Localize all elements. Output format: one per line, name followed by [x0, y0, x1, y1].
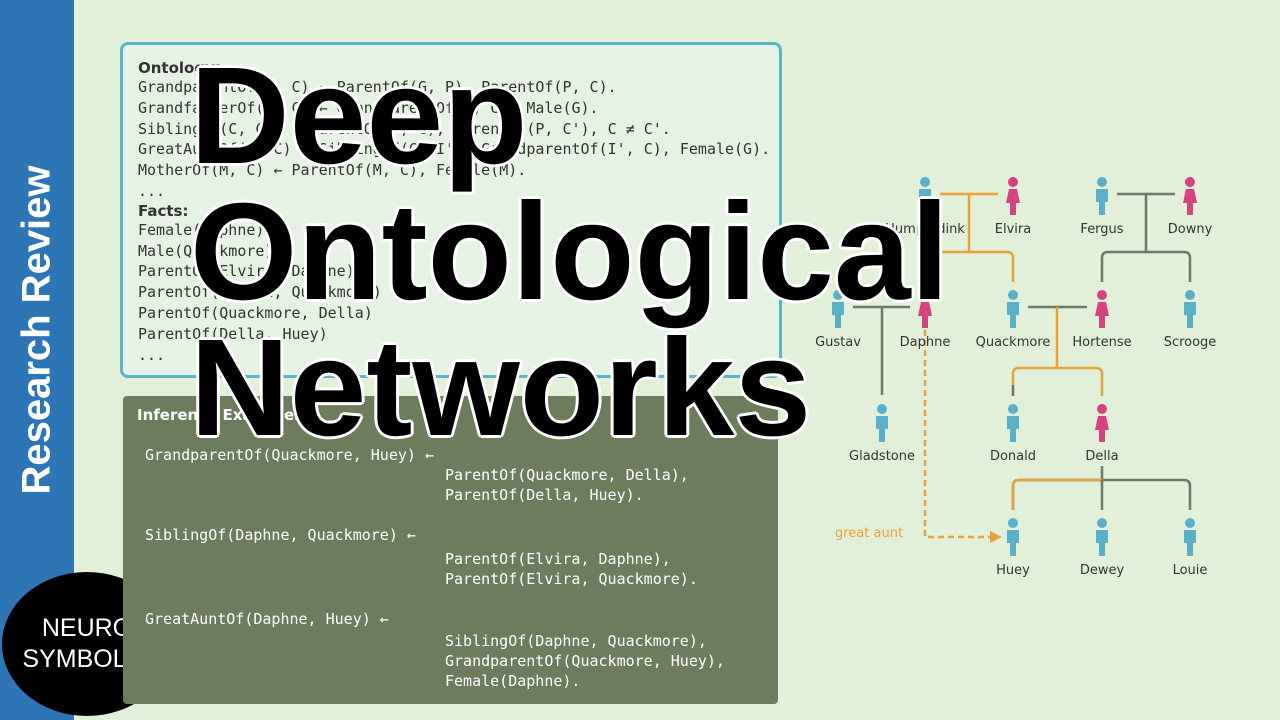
male-person-icon — [1096, 177, 1108, 215]
person-name: Dewey — [1080, 563, 1125, 578]
inference-heading: Inference Examples: — [137, 406, 310, 424]
inference-line: GreatAuntOf(Daphne, Huey) ← — [145, 610, 389, 628]
fact-line: ParentOf(Della, Huey) — [138, 324, 328, 343]
inference-line: ParentOf(Quackmore, Della), — [445, 466, 689, 484]
person-name: Scrooge — [1164, 335, 1217, 350]
great-aunt-arrow — [990, 531, 1002, 543]
fact-line: ParentOf(Elvira, Quackmore) — [138, 283, 382, 302]
inference-box: Inference Examples: GrandparentOf(Quackm… — [123, 396, 778, 704]
person-name: Elvira — [995, 222, 1031, 237]
fact-line: ParentOf(Quackmore, Della) — [138, 303, 373, 322]
title-line-3: Networks — [190, 311, 812, 465]
great-aunt-annotation: great aunt — [835, 526, 903, 541]
male-person-icon — [1007, 404, 1019, 442]
facts-heading: Facts: — [138, 201, 189, 220]
video-title: Deep Ontological Networks — [190, 39, 949, 465]
person-name: Fergus — [1080, 222, 1123, 237]
badge-line-1: NEURO — [41, 614, 133, 642]
male-person-icon — [1184, 290, 1196, 328]
male-person-icon — [876, 404, 888, 442]
inference-line: SiblingOf(Daphne, Quackmore), — [445, 632, 707, 650]
person-name: Gustav — [815, 335, 861, 350]
inference-line: ParentOf(Elvira, Daphne), — [445, 550, 671, 568]
fact-line: ParentOf(Elvira, Daphne) — [138, 262, 355, 281]
male-person-icon — [1007, 290, 1019, 328]
person-name: Donald — [990, 449, 1036, 464]
person-name: Hortense — [1072, 335, 1131, 350]
title-line-2: Ontological — [190, 175, 949, 329]
ontology-line: GrandfatherOf(G, C) ← GrandparentOf(G, C… — [138, 98, 599, 117]
female-person-icon — [1183, 177, 1197, 215]
inference-line: SiblingOf(Daphne, Quackmore) ← — [145, 526, 416, 544]
female-person-icon — [918, 290, 932, 328]
person-name: Huey — [996, 563, 1030, 578]
inference-line: ParentOf(Elvira, Quackmore). — [445, 570, 698, 588]
person-name: Downy — [1168, 222, 1213, 237]
person-name: Gladstone — [849, 449, 915, 464]
person-name: Quackmore — [976, 335, 1051, 350]
male-person-icon — [1184, 518, 1196, 556]
person-name: Louie — [1173, 563, 1208, 578]
ontology-heading: Ontology: — [138, 59, 221, 77]
parent-link — [1011, 478, 1102, 510]
great-aunt-link — [923, 330, 990, 539]
fact-line: Female(Daphne) — [138, 220, 265, 239]
person-name: Humperdink — [885, 222, 965, 237]
male-person-icon — [919, 177, 931, 215]
inference-line: ParentOf(Della, Huey). — [445, 486, 644, 504]
ontology-line: ... — [138, 181, 166, 200]
female-person-icon — [1006, 177, 1020, 215]
fact-line: ... — [138, 345, 166, 364]
tree-links — [853, 192, 1192, 543]
male-person-icon — [1096, 518, 1108, 556]
fact-line: Male(Quackmore) — [138, 241, 274, 260]
male-person-icon — [832, 290, 844, 328]
female-person-icon — [1095, 290, 1109, 328]
ontology-line: MotherOf(M, C) ← ParentOf(M, C), Female(… — [138, 161, 527, 180]
parent-link — [1100, 194, 1192, 282]
ontology-box: Ontology: GrandparentOf(G, C) ← ParentOf… — [120, 42, 782, 378]
inference-line: Female(Daphne). — [445, 672, 581, 690]
inference-line: GrandparentOf(Quackmore, Huey) ← — [145, 446, 434, 464]
person-name: Daphne — [900, 335, 951, 350]
parent-link — [1011, 307, 1104, 396]
person-name: Della — [1085, 449, 1118, 464]
female-person-icon — [1095, 404, 1109, 442]
ontology-line: GrandparentOf(G, C) ← ParentOf(G, P), Pa… — [138, 78, 617, 96]
research-review-label: Research Review — [14, 165, 59, 495]
ontology-line: SiblingOf(C, C') ← ParentOf(P, C), Paren… — [138, 119, 671, 138]
parent-link — [1011, 385, 1015, 396]
male-person-icon — [1007, 518, 1019, 556]
title-line-1: Deep — [190, 39, 528, 193]
inference-line: GrandparentOf(Quackmore, Huey), — [445, 652, 725, 670]
ontology-line: GreatAuntOf(G, C) ← SiblingOf(G, I'), Gr… — [138, 140, 771, 159]
